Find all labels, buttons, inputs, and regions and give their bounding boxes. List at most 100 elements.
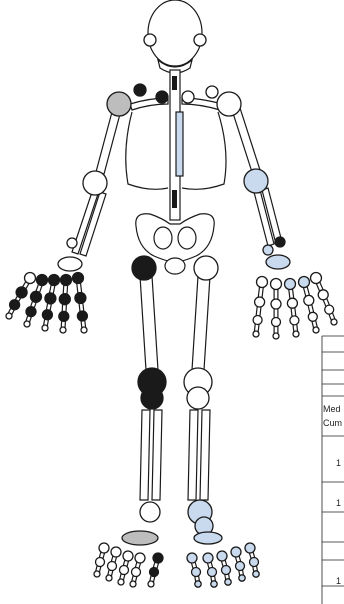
dip-joint xyxy=(325,305,334,314)
joint-tarsal-right xyxy=(194,532,222,544)
spine xyxy=(170,70,183,220)
pip-joint xyxy=(287,298,297,308)
table-fragment: Med Cum 1 1 1 xyxy=(322,336,344,604)
mtp-joint xyxy=(231,547,241,557)
ip-joint xyxy=(192,568,201,577)
left-foot xyxy=(94,543,163,587)
fingertip xyxy=(253,331,259,337)
toe-tip xyxy=(106,575,112,581)
mtp-joint xyxy=(217,551,227,561)
mcp-joint xyxy=(73,273,84,284)
joint-elbow-right xyxy=(244,169,268,193)
skull xyxy=(148,0,202,73)
dip-joint xyxy=(253,316,262,325)
pip-joint xyxy=(75,293,86,304)
mcp-joint xyxy=(25,273,36,284)
table-row-value: 1 xyxy=(336,458,341,468)
joint-wrist-left xyxy=(58,257,82,271)
ip-joint xyxy=(250,558,259,567)
joint-sc-left xyxy=(156,91,168,103)
dip-joint xyxy=(77,311,87,321)
mcp-joint xyxy=(271,279,282,290)
mtp-joint xyxy=(187,553,197,563)
joint-tmj-right xyxy=(194,34,206,46)
fingertip xyxy=(60,327,66,333)
joint-ac-right xyxy=(206,86,218,98)
dip-joint xyxy=(42,310,52,320)
toe-tip xyxy=(253,571,259,577)
ip-joint xyxy=(150,568,159,577)
fingertip xyxy=(24,321,30,327)
toe-tip xyxy=(148,581,154,587)
mcp-joint xyxy=(299,277,310,288)
toe-tip xyxy=(130,581,136,587)
mtp-joint xyxy=(203,553,213,563)
pip-joint xyxy=(31,291,42,302)
toe-tip xyxy=(225,579,231,585)
joint-elbow-left xyxy=(83,171,107,195)
right-hand xyxy=(253,273,337,340)
pip-joint xyxy=(45,293,56,304)
table-row-value: 1 xyxy=(336,498,341,508)
mcp-joint xyxy=(61,275,72,286)
mtp-joint xyxy=(135,553,145,563)
mcp-joint xyxy=(49,275,60,286)
mtp-joint xyxy=(245,543,255,553)
ip-joint xyxy=(120,566,129,575)
dip-joint xyxy=(308,312,317,321)
pip-joint xyxy=(318,290,328,300)
ip-joint xyxy=(222,566,231,575)
toe-tip xyxy=(195,581,201,587)
mtp-joint xyxy=(123,551,133,561)
right-foot xyxy=(187,543,259,587)
mcp-joint xyxy=(37,275,48,286)
pip-joint xyxy=(59,294,70,305)
joint-ankle-left xyxy=(140,502,160,522)
toe-tip xyxy=(118,579,124,585)
ip-joint xyxy=(108,562,117,571)
dip-joint xyxy=(26,307,36,317)
ip-joint xyxy=(236,562,245,571)
fingertip xyxy=(293,331,299,337)
joint-ac-left xyxy=(134,84,146,96)
mcp-joint xyxy=(311,273,322,284)
joint-tmj-left xyxy=(144,34,156,46)
joint-wrist-right xyxy=(266,255,290,269)
table-row-value: 1 xyxy=(336,576,341,586)
table-row-label-1: Med xyxy=(323,404,341,414)
joint-hip-left xyxy=(132,256,156,280)
dip-joint xyxy=(59,311,69,321)
mtp-joint xyxy=(153,553,163,563)
joint-hip-right xyxy=(194,256,218,280)
dip-joint xyxy=(10,300,20,310)
mtp-joint xyxy=(111,547,121,557)
joint-sc-right xyxy=(182,91,194,103)
toe-tip xyxy=(94,571,100,577)
toe-tip xyxy=(239,575,245,581)
pip-joint xyxy=(271,299,281,309)
fingertip xyxy=(81,327,87,333)
pip-joint xyxy=(16,287,27,298)
pip-joint xyxy=(255,297,265,307)
fingertip xyxy=(6,313,12,319)
mcp-joint xyxy=(285,279,296,290)
ip-joint xyxy=(132,568,141,577)
table-row-label-2: Cum xyxy=(323,418,342,428)
dip-joint xyxy=(290,316,299,325)
fingertip xyxy=(42,325,48,331)
joint-shoulder-left xyxy=(107,92,131,116)
mcp-joint xyxy=(257,277,268,288)
ip-joint xyxy=(96,558,105,567)
fingertip xyxy=(313,327,319,333)
ip-joint xyxy=(208,568,217,577)
pip-joint xyxy=(304,295,314,305)
fingertip xyxy=(331,319,337,325)
fingertip xyxy=(273,333,279,339)
joint-tarsal-left xyxy=(122,531,158,545)
dip-joint xyxy=(272,318,281,327)
joint-shoulder-right xyxy=(217,92,241,116)
mtp-joint xyxy=(99,543,109,553)
left-hand xyxy=(6,273,87,334)
toe-tip xyxy=(211,581,217,587)
